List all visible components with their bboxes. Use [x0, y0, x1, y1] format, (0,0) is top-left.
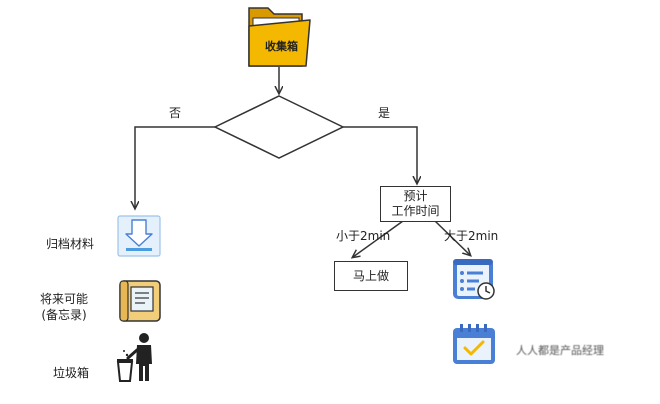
- archive-download-icon: [117, 215, 161, 257]
- decision-diamond: [213, 95, 345, 159]
- watermark-caption: 人人都是产品经理: [516, 344, 604, 357]
- someday-label-line2: (备忘录): [41, 308, 87, 322]
- yes-branch-label: 是: [378, 106, 391, 120]
- notebook-memo-icon: [119, 280, 161, 322]
- someday-label-line1: 将来可能: [40, 292, 89, 306]
- trash-person-icon: [116, 333, 152, 382]
- do-now-box: 马上做: [334, 261, 408, 291]
- task-list-clock-icon: [453, 259, 495, 300]
- calendar-check-icon: [453, 324, 495, 364]
- estimate-line1: 预计: [403, 189, 428, 203]
- connector-over-2min: [434, 220, 470, 255]
- no-branch-label: 否: [169, 106, 182, 120]
- inbox-folder-icon: [248, 7, 311, 67]
- connector-no-branch: [135, 126, 215, 208]
- estimate-work-time-box: 预计 工作时间: [380, 186, 451, 222]
- under-2min-label: 小于2min: [336, 229, 391, 243]
- estimate-line2: 工作时间: [391, 204, 440, 218]
- someday-memo-label: 将来可能 (备忘录): [40, 291, 88, 323]
- connector-under-2min: [353, 220, 404, 257]
- inbox-label: 收集箱: [265, 40, 298, 53]
- over-2min-label: 大于2min: [444, 229, 499, 243]
- do-now-label: 马上做: [352, 268, 389, 283]
- connector-yes-branch: [343, 126, 417, 183]
- trash-label: 垃圾箱: [53, 366, 90, 380]
- archive-label: 归档材料: [46, 237, 95, 251]
